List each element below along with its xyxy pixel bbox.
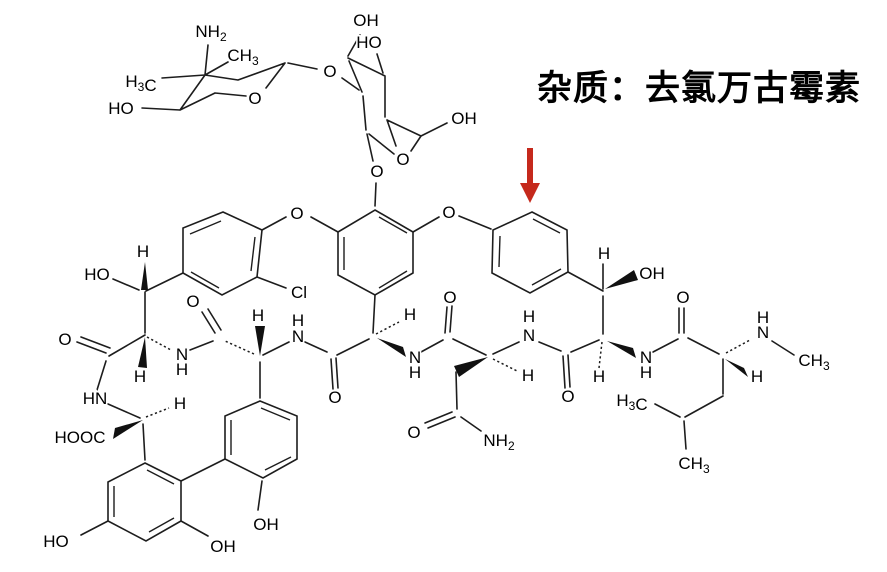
atom-label: HO — [356, 33, 382, 52]
atom-label: HN — [83, 389, 108, 408]
atom-label: NH2 — [195, 22, 227, 44]
atom-label: H3C — [616, 391, 647, 414]
atom-label: H3C — [125, 72, 156, 95]
atom-label: O — [561, 387, 574, 406]
atom-label: N — [409, 348, 421, 367]
single-bond-lines — [80, 34, 795, 537]
atom-label: H — [292, 311, 304, 330]
red-arrow — [520, 148, 540, 203]
atom-label: H — [252, 306, 264, 325]
atom-label: H — [404, 305, 416, 324]
atom-label: NH2 — [483, 431, 515, 453]
atom-label: H — [134, 367, 146, 386]
atom-label: H — [176, 360, 188, 379]
atom-label: N — [523, 326, 535, 345]
atom-label: OH — [353, 11, 379, 30]
aromatic-rings — [107, 209, 569, 542]
atom-label: O — [443, 288, 456, 307]
atom-label: OH — [451, 109, 477, 128]
atom-label: HO — [84, 265, 110, 284]
atom-label: O — [58, 330, 71, 349]
atom-label: H — [174, 394, 186, 413]
atom-label: O — [186, 292, 199, 311]
atom-label: O — [442, 203, 455, 222]
atom-label: CH3 — [227, 46, 259, 68]
atom-label: N — [176, 345, 188, 364]
atom-label: H — [523, 307, 535, 326]
atom-label: O — [407, 423, 420, 442]
wedge-stereo-bonds — [113, 262, 748, 439]
atom-label: O — [290, 204, 303, 223]
atom-label: N — [292, 327, 304, 346]
atom-label: H — [137, 242, 149, 261]
atom-label: O — [248, 89, 261, 108]
atom-label: O — [328, 388, 341, 407]
atom-label: H — [751, 367, 763, 386]
atom-label: OH — [639, 264, 665, 283]
atom-label: H — [757, 308, 769, 327]
atom-label: H — [598, 244, 610, 263]
atom-label: H — [409, 363, 421, 382]
atom-label: O — [676, 288, 689, 307]
atom-label: CH3 — [798, 351, 830, 373]
atom-label: N — [640, 348, 652, 367]
double-bond-lines — [76, 305, 685, 429]
atom-label: H — [522, 366, 534, 385]
atom-label: OH — [210, 537, 236, 556]
atom-label: O — [370, 162, 383, 181]
atom-label: OH — [253, 515, 279, 534]
atom-label: HO — [108, 99, 134, 118]
atom-label: H — [640, 363, 652, 382]
atom-label: H — [593, 367, 605, 386]
atom-label: O — [323, 62, 336, 81]
dashed-stereo-bonds — [145, 321, 751, 418]
page-title: 杂质：去氯万古霉素 — [537, 69, 861, 108]
atom-label: HOOC — [55, 428, 106, 447]
atom-label: O — [396, 150, 409, 169]
atom-label: HO — [43, 532, 69, 551]
atom-label: CH3 — [678, 454, 710, 476]
atom-label: N — [757, 323, 769, 342]
atom-label: Cl — [291, 283, 307, 302]
